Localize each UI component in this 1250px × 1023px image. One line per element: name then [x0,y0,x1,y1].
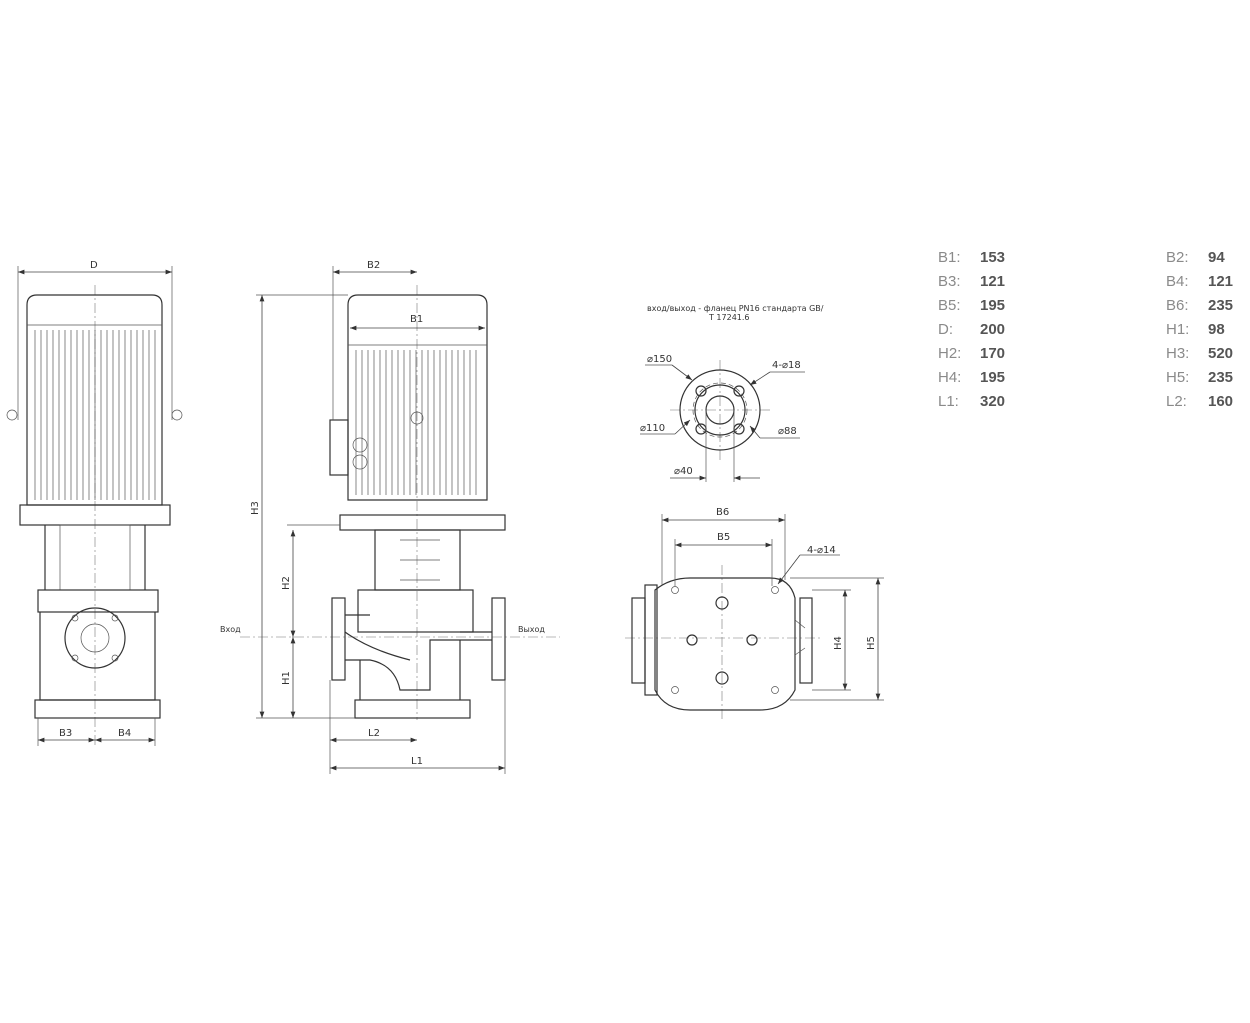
dim-label-D: D [90,260,98,271]
dim-label-B6: B6 [716,507,729,518]
spec-value: 121 [1208,273,1234,290]
flange-raised-face: ⌀88 [778,426,797,437]
spec-label: H1: [1166,321,1190,338]
dim-label-B1: B1 [410,314,423,325]
spec-label: L1: [938,393,959,410]
spec-value: 195 [980,369,1006,386]
spec-value: 235 [1208,297,1234,314]
side-view: D B3 B4 [6,260,183,746]
spec-label: B5: [938,297,961,314]
spec-value: 98 [1208,321,1225,338]
flange-outer-diameter: ⌀150 [647,354,672,365]
flange-note-line2: T 17241.6 [708,313,750,322]
dim-label-H4: H4 [833,636,844,650]
spec-label: B3: [938,273,961,290]
spec-value: 170 [980,345,1006,362]
dim-label-L2: L2 [368,728,380,739]
front-view: B2 B1 H3 H2 H1 Вход Выход L2 L1 [220,260,560,774]
flange-bore: ⌀40 [674,466,693,477]
dim-label-L1: L1 [411,756,423,767]
spec-value: 153 [980,249,1006,266]
top-view: B6 B5 4-⌀14 H4 H5 [625,507,884,720]
spec-value: 235 [1208,369,1234,386]
spec-value: 160 [1208,393,1234,410]
dim-label-B5: B5 [717,532,730,543]
spec-value: 320 [980,393,1006,410]
dim-label-B2: B2 [367,260,380,271]
dim-label-B4: B4 [118,728,131,739]
flange-detail: вход/выход - фланец PN16 стандарта GB/ T… [640,304,824,482]
dim-label-H2: H2 [281,576,292,590]
spec-label: L2: [1166,393,1187,410]
outlet-label: Выход [518,625,545,634]
spec-label: B6: [1166,297,1189,314]
spec-value: 195 [980,297,1006,314]
spec-label: H4: [938,369,962,386]
spec-label: H3: [1166,345,1190,362]
dim-label-H1: H1 [281,671,292,685]
inlet-label: Вход [220,625,241,634]
spec-label: H2: [938,345,962,362]
spec-label: D: [938,321,953,338]
flange-holes: 4-⌀18 [772,360,801,371]
flange-note-line1: вход/выход - фланец PN16 стандарта GB/ [647,304,824,313]
dim-label-B3: B3 [59,728,72,739]
spec-value: 200 [980,321,1006,338]
top-view-holes: 4-⌀14 [807,545,836,556]
spec-label: B1: [938,249,961,266]
spec-label: B4: [1166,273,1189,290]
flange-bolt-circle: ⌀110 [640,423,665,434]
spec-label: H5: [1166,369,1190,386]
spec-label: B2: [1166,249,1189,266]
spec-value: 94 [1208,249,1225,266]
spec-value: 520 [1208,345,1234,362]
spec-value: 121 [980,273,1006,290]
dim-label-H3: H3 [250,501,261,515]
dim-label-H5: H5 [866,636,877,650]
